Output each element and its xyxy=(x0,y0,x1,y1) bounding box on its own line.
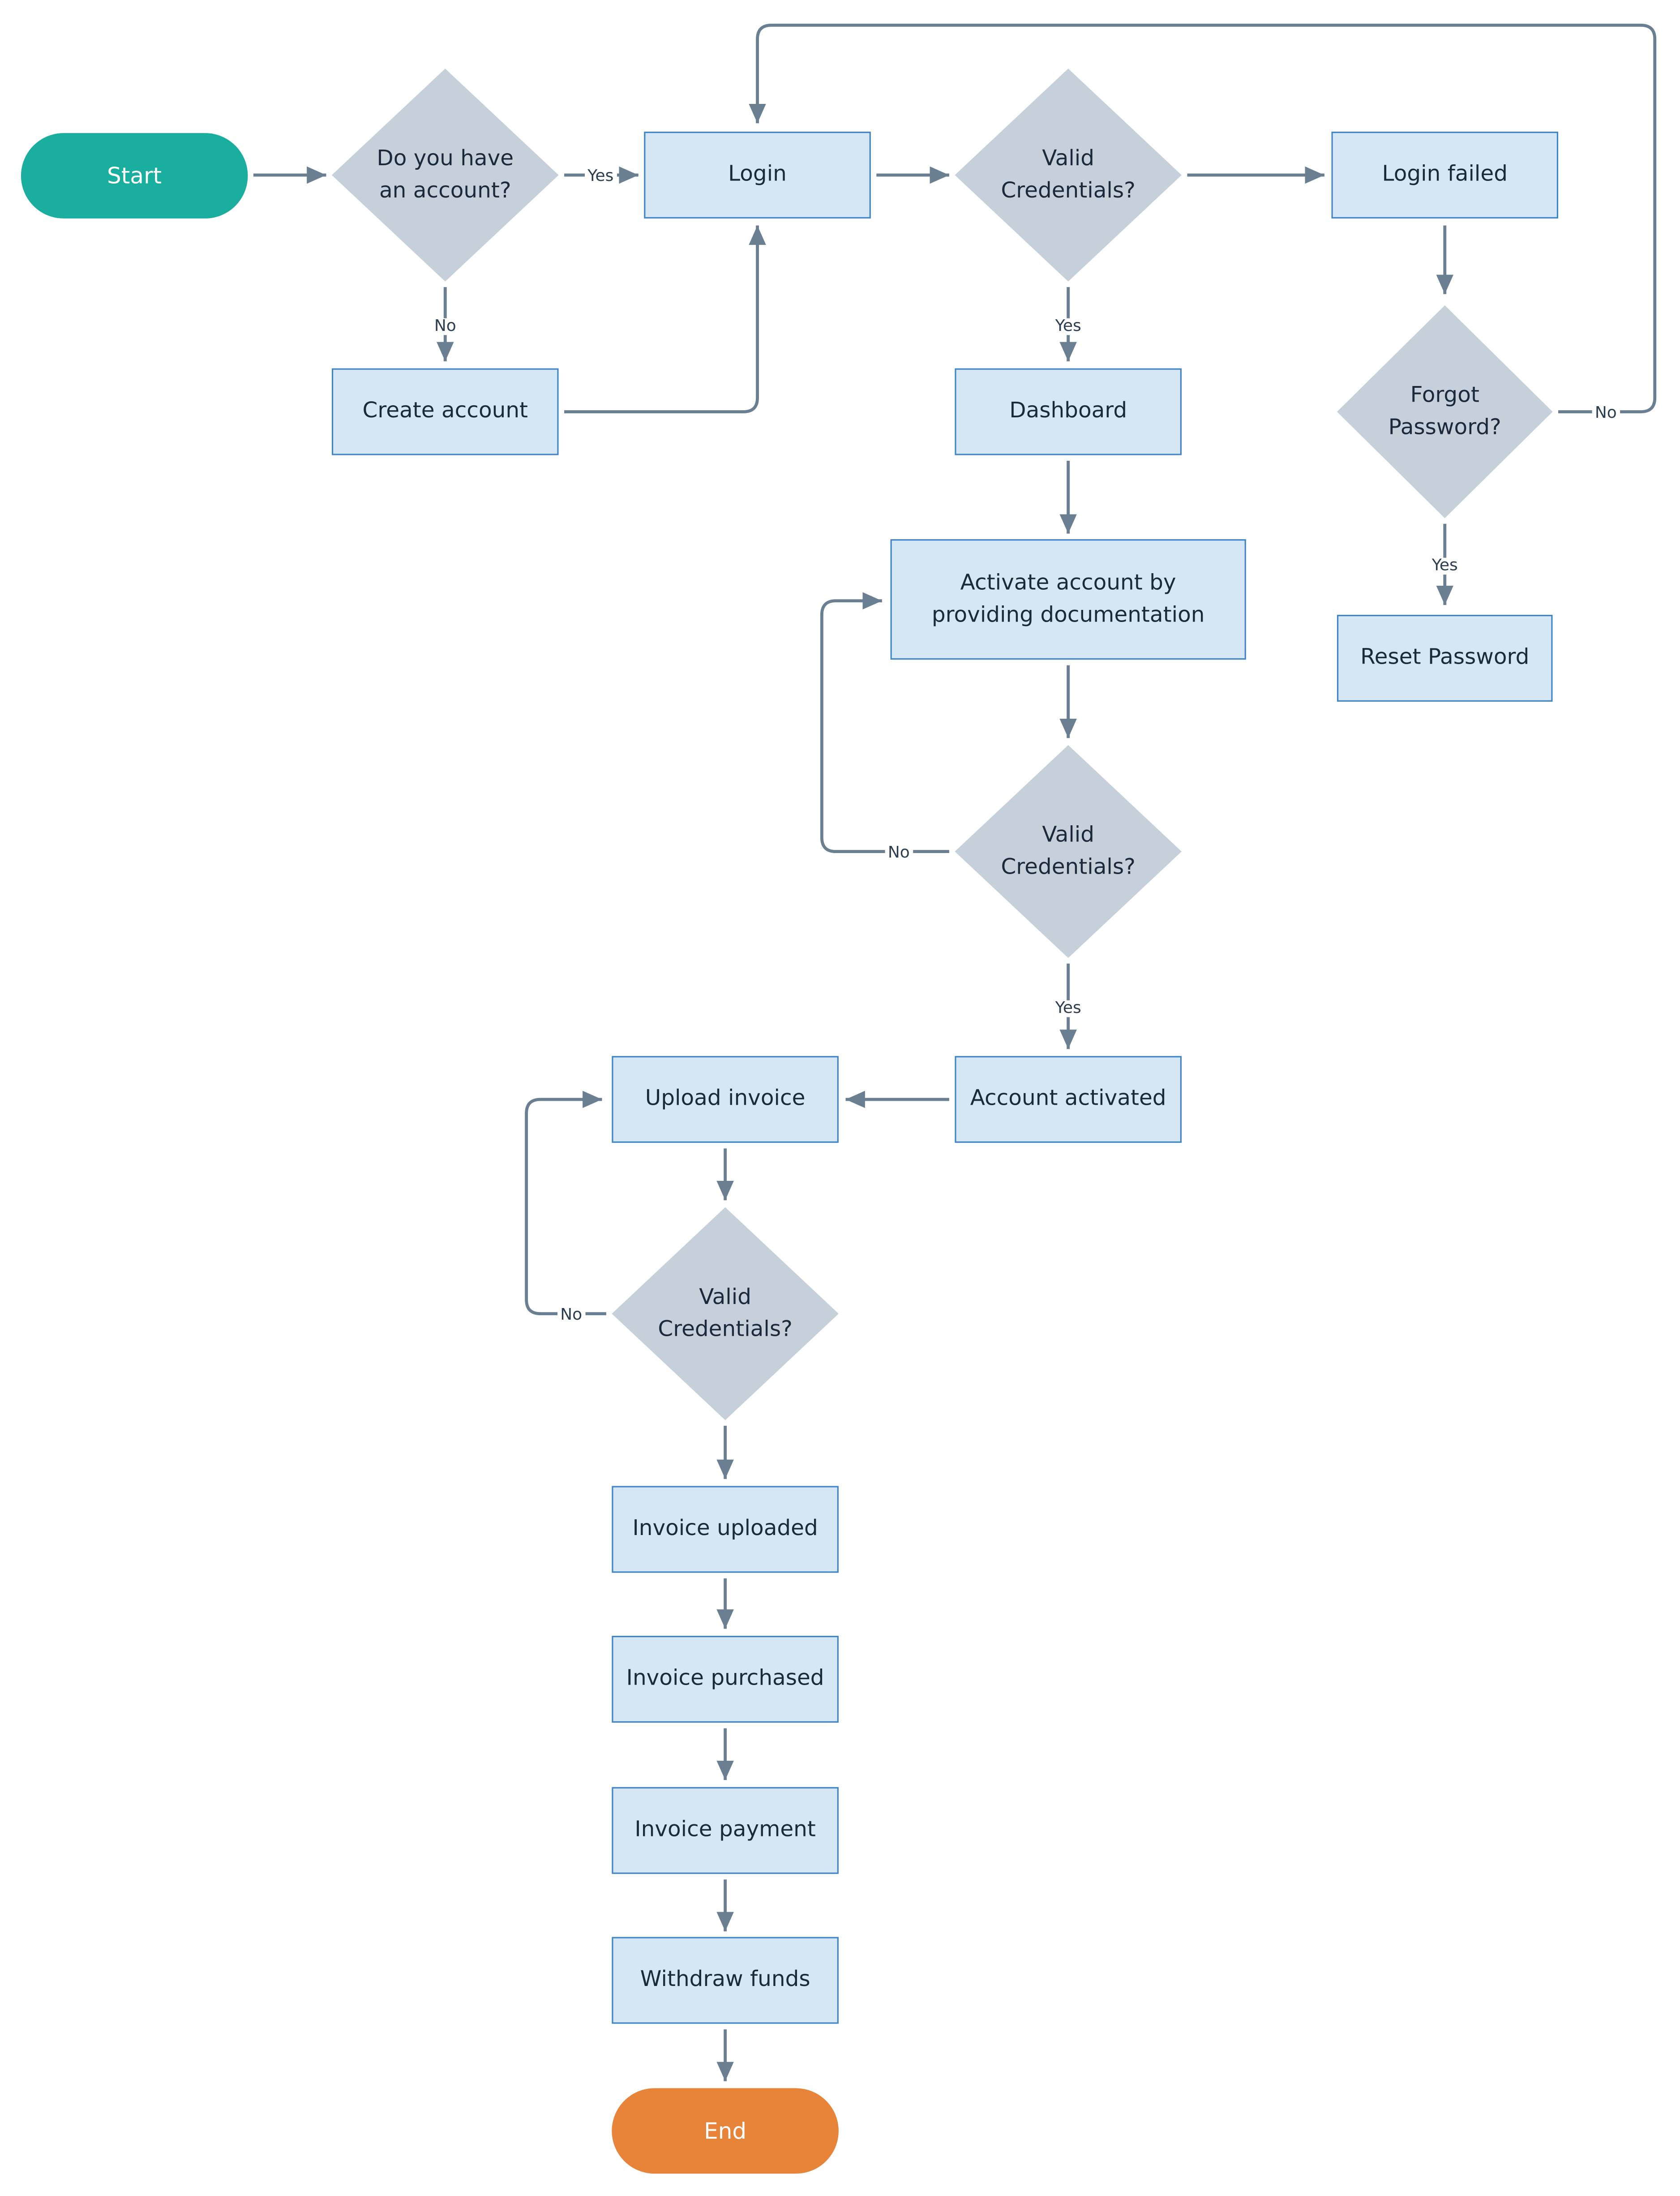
edge-label-valid-cred-2-no: No xyxy=(885,844,913,861)
forgot-password-label: Forgot Password? xyxy=(1388,382,1501,440)
upload-invoice-box: Upload invoice xyxy=(612,1056,839,1143)
withdraw-funds-box: Withdraw funds xyxy=(612,1937,839,2024)
dashboard-box: Dashboard xyxy=(955,368,1182,455)
edge-forgot-no xyxy=(749,23,1657,413)
valid-credentials-3-label: Valid Credentials? xyxy=(658,1284,793,1342)
edge-label-valid-cred-3-no: No xyxy=(557,1306,585,1323)
edge-label-forgot-password-yes: Yes xyxy=(1429,557,1461,574)
invoice-purchased-box: Invoice purchased xyxy=(612,1636,839,1723)
start-node: Start xyxy=(21,133,248,219)
edge-valid2-no xyxy=(820,592,949,854)
edge-valid3-no xyxy=(525,1090,606,1316)
edge-label-valid-cred-2-yes: Yes xyxy=(1052,999,1084,1017)
edge-label-have-account-no: No xyxy=(431,317,459,335)
invoice-payment-box: Invoice payment xyxy=(612,1787,839,1874)
decision-have-account xyxy=(332,69,559,282)
reset-password-box: Reset Password xyxy=(1337,615,1553,702)
activate-account-box: Activate account by providing documentat… xyxy=(890,539,1246,660)
create-account-box: Create account xyxy=(332,368,559,455)
edge-label-forgot-password-no: No xyxy=(1592,404,1620,421)
login-failed-box: Login failed xyxy=(1331,131,1559,219)
account-activated-box: Account activated xyxy=(955,1056,1182,1143)
edge-label-valid-cred-1-yes: Yes xyxy=(1052,317,1084,335)
have-account-label: Do you have an account? xyxy=(377,145,514,203)
valid-credentials-2-label: Valid Credentials? xyxy=(1001,822,1136,880)
login-box: Login xyxy=(644,131,871,219)
valid-credentials-1-label: Valid Credentials? xyxy=(1001,145,1136,203)
edge-label-have-account-yes: Yes xyxy=(585,167,617,185)
end-node: End xyxy=(612,2088,839,2174)
edge-create-to-login xyxy=(564,225,766,413)
invoice-uploaded-box: Invoice uploaded xyxy=(612,1486,839,1573)
